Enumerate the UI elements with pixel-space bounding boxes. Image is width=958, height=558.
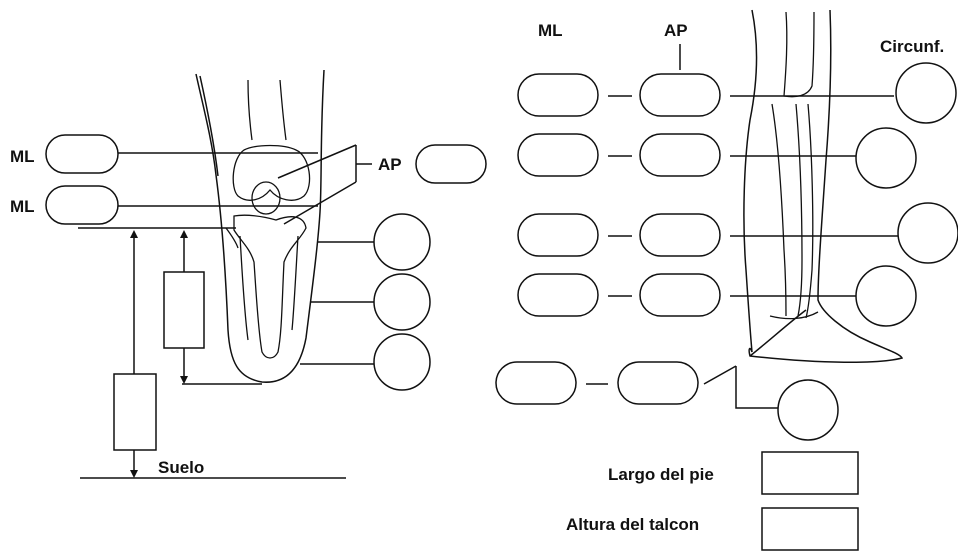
knee-stump-illustration [196,70,324,382]
ap-input-right-4[interactable] [640,274,720,316]
circ-input-right-3[interactable] [898,203,958,263]
ml-label-lower: ML [10,197,35,216]
foot-length-label: Largo del pie [608,465,714,484]
ap-input-right-1[interactable] [640,74,720,116]
ap-label: AP [378,155,402,174]
arrowhead-up-2 [130,230,138,238]
circ-input-left-1[interactable] [374,214,430,270]
arrowhead-up-1 [180,230,188,238]
circ-input-left-2[interactable] [374,274,430,330]
ap-leader-upper [278,145,356,178]
ml-label-upper: ML [10,147,35,166]
ap-input-ankle[interactable] [618,362,698,404]
ap-input-right-2[interactable] [640,134,720,176]
ap-input-right-3[interactable] [640,214,720,256]
ml-lower-input[interactable] [46,186,118,224]
heel-height-input[interactable] [762,508,858,550]
ml-input-right-3[interactable] [518,214,598,256]
stump-length-input[interactable] [164,272,204,348]
ml-input-right-4[interactable] [518,274,598,316]
ml-input-ankle[interactable] [496,362,576,404]
heel-circ-leader [736,366,778,408]
heel-height-label: Altura del talcon [566,515,699,534]
ml-input-right-2[interactable] [518,134,598,176]
arrowhead-down-1 [180,376,188,384]
circ-input-right-1[interactable] [896,63,956,123]
ankle-leader [704,366,736,384]
circ-input-heel[interactable] [778,380,838,440]
ap-header: AP [664,21,688,40]
ml-input-right-1[interactable] [518,74,598,116]
foot-length-input[interactable] [762,452,858,494]
circ-header: Circunf. [880,37,944,56]
ml-upper-input[interactable] [46,135,118,173]
floor-label: Suelo [158,458,204,477]
arrowhead-down-2 [130,470,138,478]
circ-input-right-2[interactable] [856,128,916,188]
ap-input[interactable] [416,145,486,183]
circ-input-left-3[interactable] [374,334,430,390]
ml-header: ML [538,21,563,40]
floor-height-input[interactable] [114,374,156,450]
circ-input-right-4[interactable] [856,266,916,326]
